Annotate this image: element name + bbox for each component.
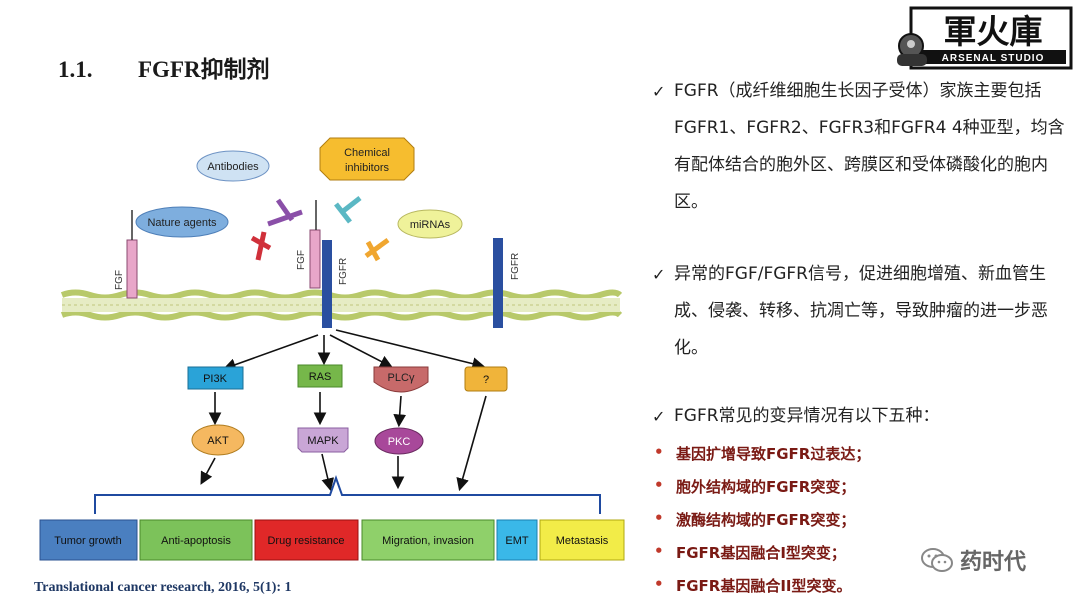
slide-title: 1.1. FGFR抑制剂: [58, 50, 270, 84]
svg-text:RAS: RAS: [309, 371, 332, 383]
section-title: FGFR抑制剂: [138, 57, 270, 82]
svg-text:PLCγ: PLCγ: [388, 372, 415, 384]
mirnas-bubble: miRNAs: [397, 209, 463, 239]
watermark-text: 药时代: [960, 550, 1027, 575]
bullet-abnormal-signaling: ✓ 异常的FGF/FGFR信号，促进细胞增殖、新血管生成、侵袭、转移、抗凋亡等，…: [652, 256, 1068, 367]
svg-text:Nature agents: Nature agents: [147, 217, 217, 229]
svg-text:PI3K: PI3K: [203, 373, 228, 385]
sub-item: •激酶结构域的FGFR突变；: [654, 509, 856, 529]
pkc-node: PKC: [374, 427, 424, 455]
fgf-ligand-left: [126, 239, 138, 299]
svg-text:inhibitors: inhibitors: [345, 162, 390, 174]
check-icon: ✓: [652, 82, 666, 101]
outcome-migration-invasion: Migration, invasion: [361, 519, 495, 561]
ras-node: RAS: [297, 364, 343, 388]
svg-text:Metastasis: Metastasis: [556, 535, 609, 547]
tank-robot-icon: [897, 33, 927, 66]
fgfr-receptor-right: [493, 238, 503, 328]
fgf-label-bound: FGF: [296, 250, 307, 270]
bullet-mutation-types: ✓ FGFR常见的变异情况有以下五种：: [652, 398, 1068, 435]
plcg-node: PLCγ: [373, 366, 429, 393]
sub-item: •胞外结构域的FGFR突变；: [654, 476, 856, 496]
svg-text:MAPK: MAPK: [307, 435, 339, 447]
fgf-label-left: FGF: [114, 270, 125, 290]
chemical-block-icon: [334, 196, 362, 224]
svg-text:Migration, invasion: Migration, invasion: [382, 535, 474, 547]
section-number: 1.1.: [58, 57, 93, 82]
sub-item: •FGFR基因融合II型突变。: [654, 575, 852, 595]
outcome-anti-apoptosis: Anti-apoptosis: [139, 519, 253, 561]
svg-text:Drug resistance: Drug resistance: [267, 535, 344, 547]
svg-text:AKT: AKT: [207, 435, 229, 447]
chemical-inhibitors-hexagon: Chemical inhibitors: [319, 137, 415, 181]
fgfr-receptor-center: [322, 240, 332, 328]
svg-text:ARSENAL STUDIO: ARSENAL STUDIO: [942, 53, 1045, 64]
bullet-fgfr-family: ✓ FGFR（成纤维细胞生长因子受体）家族主要包括 FGFR1、FGFR2、FG…: [652, 73, 1068, 221]
sub-item: •FGFR基因融合I型突变；: [654, 542, 846, 562]
antibody-block-icon: [267, 198, 303, 227]
fgfr-label-center: FGFR: [338, 258, 349, 285]
svg-text:?: ?: [483, 374, 489, 386]
svg-text:Chemical: Chemical: [344, 147, 390, 159]
check-icon: ✓: [652, 407, 666, 426]
sub-item: •基因扩增导致FGFR过表达；: [654, 443, 871, 463]
fgfr-label-right: FGFR: [510, 253, 521, 280]
mapk-node: MAPK: [297, 427, 349, 453]
svg-text:Anti-apoptosis: Anti-apoptosis: [161, 535, 231, 547]
watermark: 药时代: [920, 544, 1026, 576]
antibodies-bubble: Antibodies: [196, 150, 270, 182]
outcome-drug-resistance: Drug resistance: [254, 519, 359, 561]
svg-text:PKC: PKC: [388, 436, 411, 448]
arsenal-studio-logo: 軍火庫 ARSENAL STUDIO: [897, 6, 1073, 70]
outcome-tumor-growth: Tumor growth: [39, 519, 138, 561]
svg-text:EMT: EMT: [505, 535, 529, 547]
unknown-node: ?: [464, 366, 508, 392]
pi3k-node: PI3K: [187, 366, 244, 390]
outcome-emt: EMT: [496, 519, 538, 561]
outcome-metastasis: Metastasis: [539, 519, 625, 561]
check-icon: ✓: [652, 265, 666, 284]
svg-text:Tumor growth: Tumor growth: [54, 535, 121, 547]
signal-arrows: [200, 329, 487, 492]
svg-text:miRNAs: miRNAs: [410, 219, 451, 231]
nature-agents-bubble: Nature agents: [135, 206, 229, 238]
svg-text:軍火庫: 軍火庫: [944, 13, 1043, 50]
svg-text:Antibodies: Antibodies: [207, 161, 259, 173]
akt-node: AKT: [191, 424, 245, 456]
fgf-ligand-bound: [309, 229, 321, 289]
mirna-block-icon: [364, 237, 390, 262]
nature-agent-block-icon: [250, 231, 272, 261]
citation: Translational cancer research, 2016, 5(1…: [34, 580, 292, 595]
fgfr-signaling-diagram: FGF FGF FGFR FGFR Antibodies Chemical in…: [39, 137, 625, 561]
outcome-bracket: [94, 474, 601, 514]
cell-membrane: [60, 289, 623, 321]
wechat-icon: [921, 548, 953, 572]
